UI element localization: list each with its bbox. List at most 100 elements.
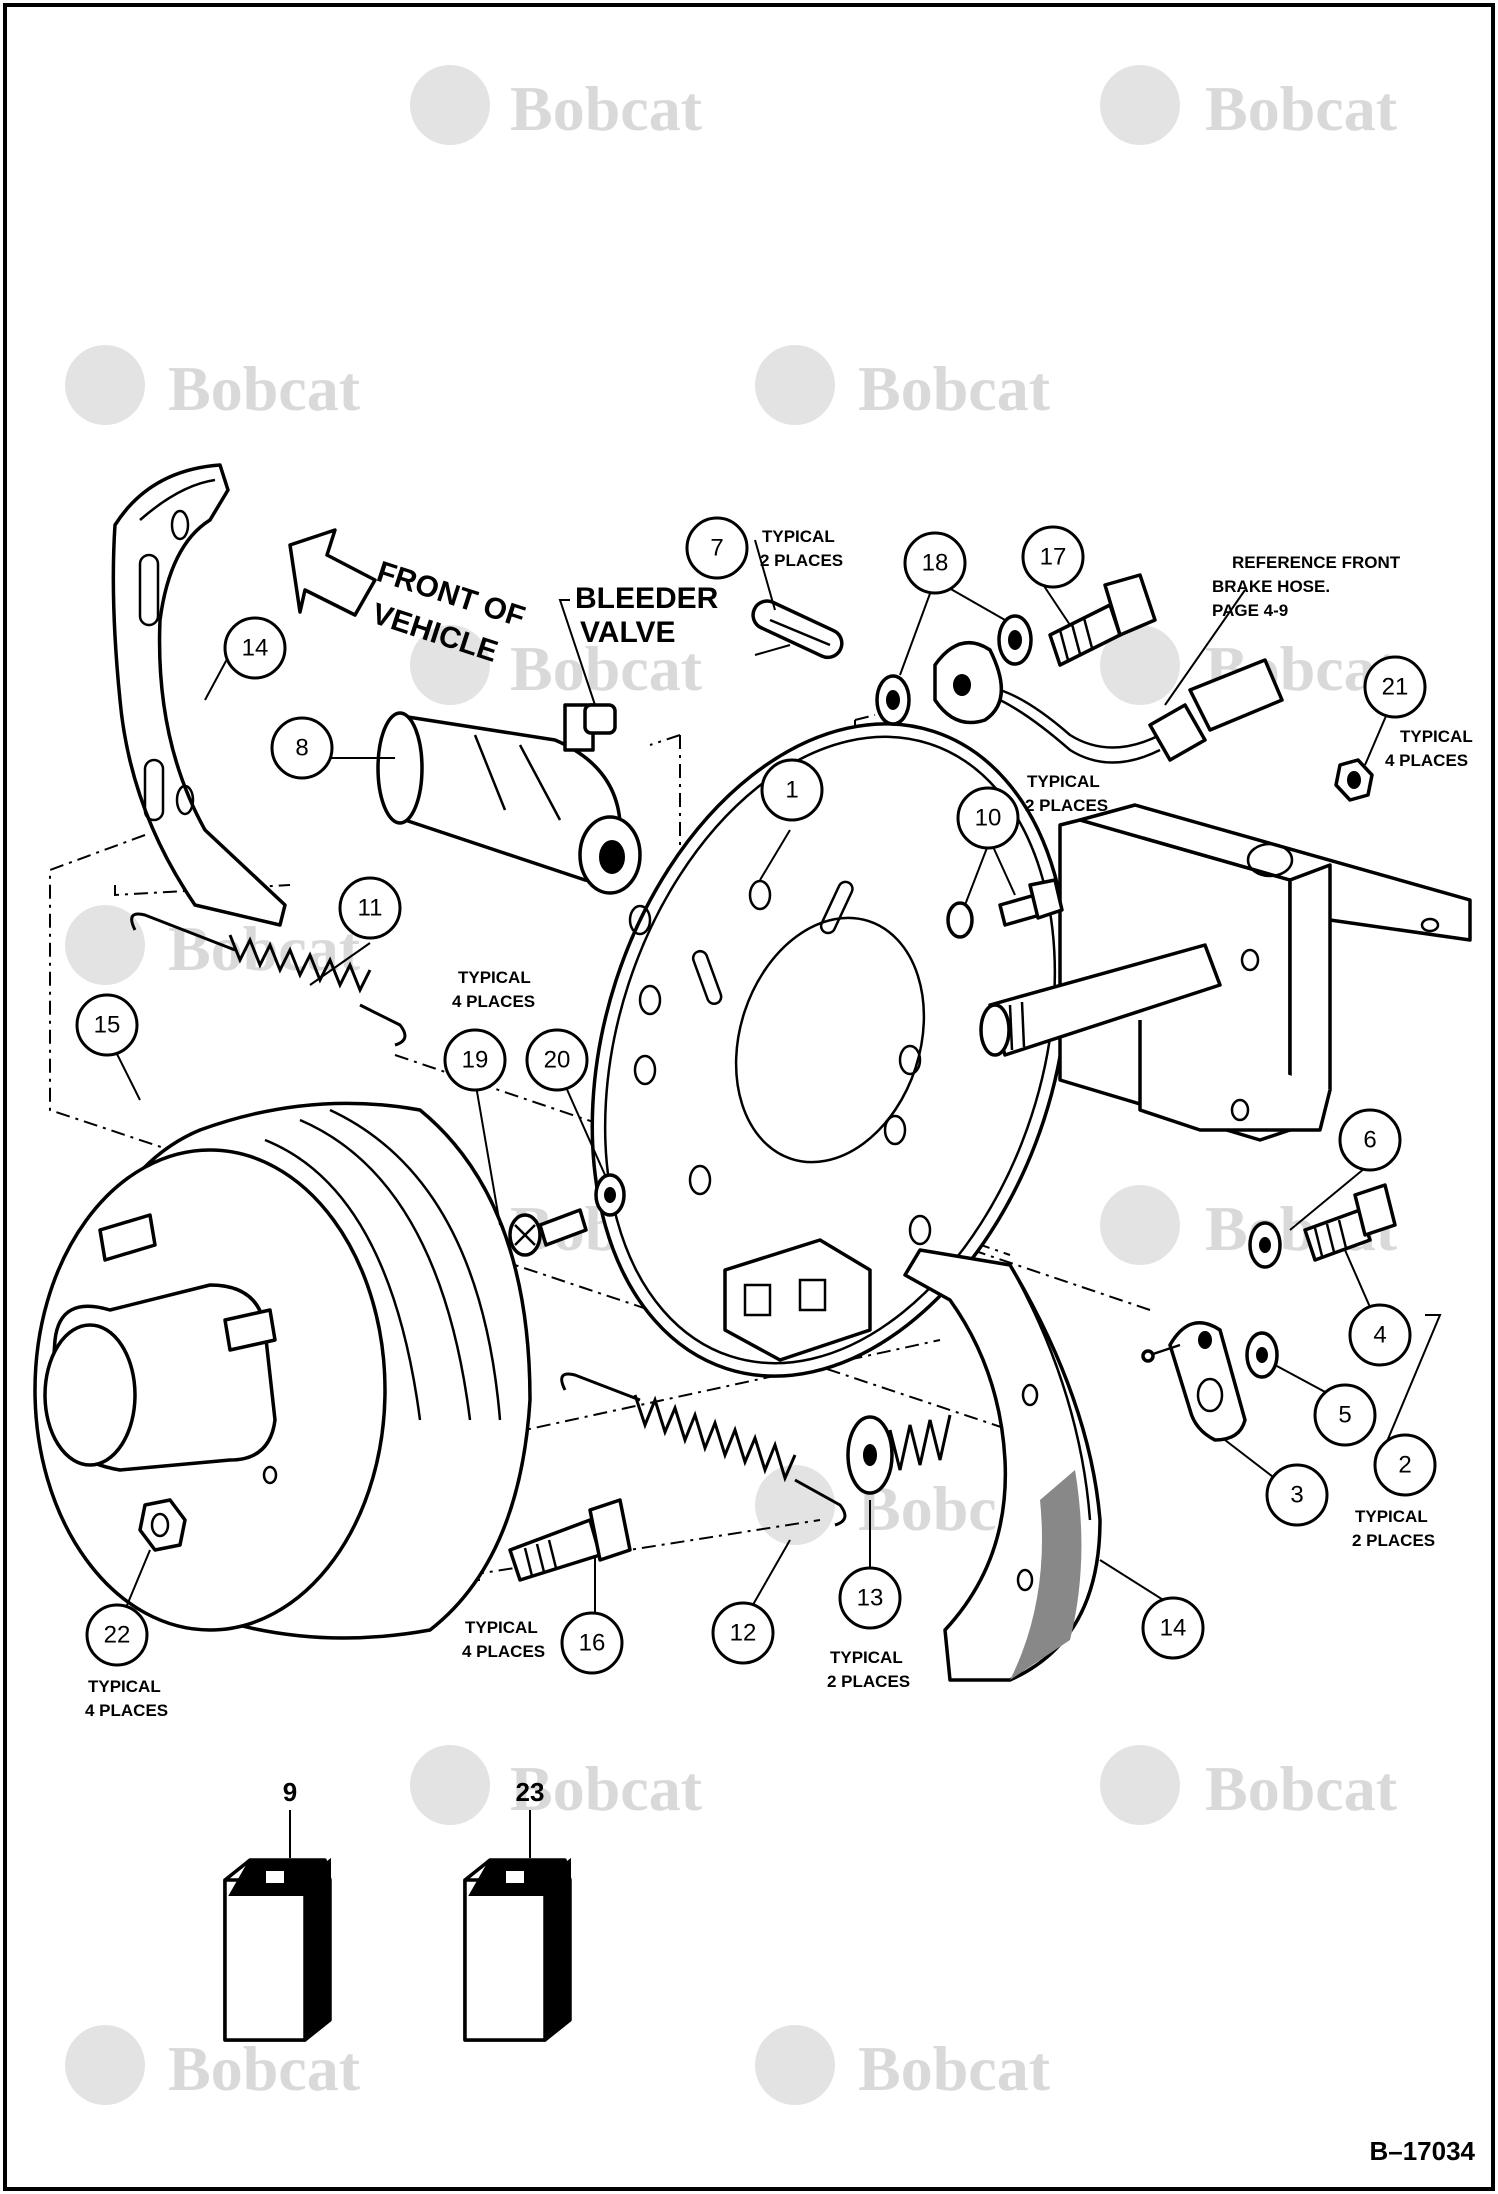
callout-22: 22 bbox=[85, 1603, 149, 1667]
washer-20-hole bbox=[604, 1187, 616, 1203]
shoe-kit-23 bbox=[463, 1810, 572, 2043]
svg-text:11: 11 bbox=[358, 895, 383, 922]
svg-text:22: 22 bbox=[104, 1622, 131, 1649]
svg-text:6: 6 bbox=[1363, 1127, 1376, 1154]
backing-plate bbox=[590, 722, 1070, 1378]
svg-text:BRAKE HOSE.: BRAKE HOSE. bbox=[1212, 577, 1330, 596]
washer-6-hole bbox=[1259, 1237, 1271, 1253]
callout-13: 13 bbox=[838, 1566, 902, 1630]
callout-14-lower: 14 bbox=[1141, 1596, 1205, 1660]
washer-18b-hole bbox=[1008, 630, 1022, 650]
svg-text:TYPICAL: TYPICAL bbox=[465, 1618, 538, 1637]
watermark-16: Bobcat bbox=[755, 2025, 1051, 2105]
mounting-bolt-10 bbox=[946, 878, 1064, 939]
brake-shoe-upper bbox=[111, 463, 287, 927]
svg-text:3: 3 bbox=[1290, 1482, 1303, 1509]
nut-21 bbox=[1334, 758, 1374, 802]
svg-text:2: 2 bbox=[1398, 1452, 1411, 1479]
svg-text:PAGE 4-9: PAGE 4-9 bbox=[1212, 601, 1288, 620]
svg-text:Bobcat: Bobcat bbox=[858, 353, 1051, 424]
note-typical-4-callout-22: TYPICAL 4 PLACES bbox=[85, 1677, 168, 1720]
callout-10: 10 bbox=[956, 786, 1020, 850]
svg-text:Bobcat: Bobcat bbox=[168, 353, 361, 424]
callout-8: 8 bbox=[270, 716, 334, 780]
svg-text:5: 5 bbox=[1338, 1402, 1351, 1429]
callout-19: 19 bbox=[443, 1028, 507, 1092]
callout-9: 9 bbox=[283, 1777, 297, 1807]
shoe-kit-9 bbox=[223, 1810, 332, 2043]
wheel-stud-16 bbox=[508, 1498, 632, 1582]
banjo-bolt bbox=[1048, 573, 1157, 667]
note-typical-2-callout-2: TYPICAL 2 PLACES bbox=[1352, 1507, 1435, 1550]
watermark-4: Bobcat bbox=[755, 345, 1051, 425]
pivot-bolt-4 bbox=[1303, 1183, 1397, 1262]
watermark-15: Bobcat bbox=[65, 2025, 361, 2105]
bleeder-valve-leader bbox=[558, 599, 601, 721]
note-typical-4-callout-16: TYPICAL 4 PLACES bbox=[462, 1618, 545, 1661]
callout-11: 11 bbox=[338, 876, 402, 940]
svg-text:15: 15 bbox=[94, 1012, 121, 1039]
note-typical-2-callout-13: TYPICAL 2 PLACES bbox=[827, 1648, 910, 1691]
svg-text:TYPICAL: TYPICAL bbox=[1027, 772, 1100, 791]
reference-front-brake-hose: REFERENCE FRONT BRAKE HOSE. PAGE 4-9 bbox=[1212, 553, 1401, 620]
diagram-frame bbox=[3, 3, 1495, 2191]
callout-21: 21 bbox=[1363, 655, 1427, 719]
svg-text:Bobcat: Bobcat bbox=[1205, 73, 1398, 144]
watermark-1: Bobcat bbox=[410, 65, 703, 145]
screw-19 bbox=[508, 1208, 588, 1257]
shoe-retainer-clip bbox=[751, 599, 844, 660]
watermark-14: Bobcat bbox=[1100, 1745, 1398, 1825]
svg-text:14: 14 bbox=[1160, 1615, 1187, 1642]
callout-12: 12 bbox=[711, 1601, 775, 1665]
bleeder-valve-label-1: BLEEDER bbox=[575, 582, 719, 615]
note-typical-2-callout-10: TYPICAL 2 PLACES bbox=[1025, 772, 1108, 815]
svg-text:Bobcat: Bobcat bbox=[510, 1753, 703, 1824]
svg-text:2 PLACES: 2 PLACES bbox=[1025, 796, 1108, 815]
return-spring-lower bbox=[560, 1372, 847, 1527]
svg-text:16: 16 bbox=[579, 1630, 606, 1657]
svg-text:TYPICAL: TYPICAL bbox=[762, 527, 835, 546]
svg-text:TYPICAL: TYPICAL bbox=[458, 968, 531, 987]
svg-text:2 PLACES: 2 PLACES bbox=[760, 551, 843, 570]
wheel-cylinder bbox=[376, 703, 642, 895]
svg-text:10: 10 bbox=[975, 805, 1002, 832]
svg-text:Bobcat: Bobcat bbox=[858, 2033, 1051, 2104]
brake-line bbox=[933, 589, 1284, 764]
callout-16: 16 bbox=[560, 1611, 624, 1675]
svg-text:4 PLACES: 4 PLACES bbox=[85, 1701, 168, 1720]
svg-text:14: 14 bbox=[242, 635, 269, 662]
svg-text:2 PLACES: 2 PLACES bbox=[827, 1672, 910, 1691]
axle-mount-bracket bbox=[979, 803, 1472, 1142]
callout-14-upper: 14 bbox=[223, 616, 287, 680]
callout-23: 23 bbox=[516, 1777, 545, 1807]
note-typical-4-callout-19: TYPICAL 4 PLACES bbox=[452, 968, 535, 1011]
callout-4: 4 bbox=[1348, 1303, 1412, 1367]
svg-text:REFERENCE FRONT: REFERENCE FRONT bbox=[1232, 553, 1401, 572]
leader-lines bbox=[114, 539, 1442, 1625]
svg-text:Bobcat: Bobcat bbox=[510, 633, 703, 704]
svg-text:Bobcat: Bobcat bbox=[168, 2033, 361, 2104]
svg-text:Bobcat: Bobcat bbox=[168, 913, 361, 984]
svg-text:8: 8 bbox=[295, 735, 308, 762]
svg-text:Bobcat: Bobcat bbox=[1205, 1753, 1398, 1824]
svg-text:4 PLACES: 4 PLACES bbox=[1385, 751, 1468, 770]
svg-text:20: 20 bbox=[544, 1047, 571, 1074]
brake-shoe-lower bbox=[903, 1248, 1102, 1682]
washer-5-hole bbox=[1256, 1347, 1268, 1363]
svg-text:17: 17 bbox=[1040, 544, 1067, 571]
note-typical-2-callout-7: TYPICAL 2 PLACES bbox=[760, 527, 843, 570]
svg-text:21: 21 bbox=[1382, 674, 1409, 701]
svg-text:4 PLACES: 4 PLACES bbox=[462, 1642, 545, 1661]
brake-drum bbox=[33, 1101, 532, 1640]
callout-20: 20 bbox=[525, 1028, 589, 1092]
svg-text:Bobcat: Bobcat bbox=[510, 73, 703, 144]
callout-6: 6 bbox=[1338, 1108, 1402, 1172]
watermark-7: Bobcat bbox=[65, 905, 361, 985]
figure-number: B–17034 bbox=[1369, 2136, 1475, 2166]
return-spring-upper bbox=[130, 912, 407, 1047]
svg-text:18: 18 bbox=[922, 550, 949, 577]
svg-text:7: 7 bbox=[710, 535, 723, 562]
washer-18a-hole bbox=[886, 690, 900, 710]
callout-18: 18 bbox=[903, 531, 967, 595]
